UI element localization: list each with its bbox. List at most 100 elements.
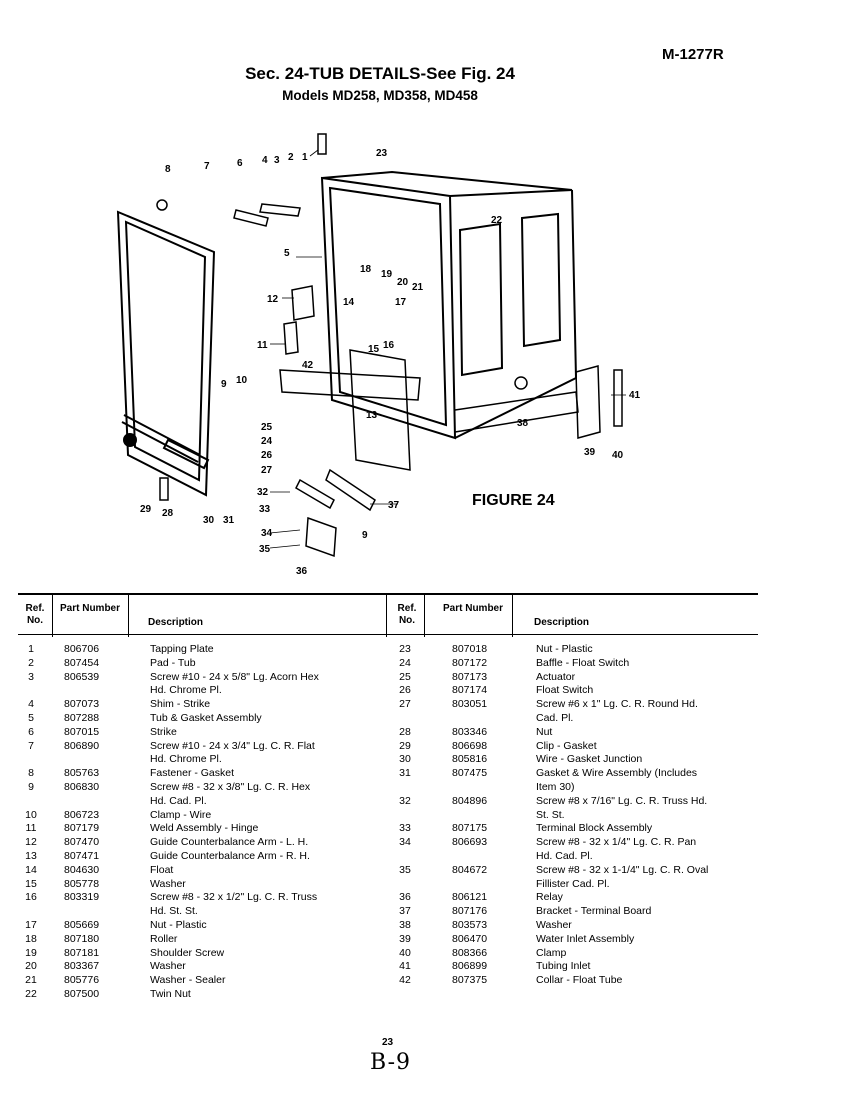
ref-number: 20 [25, 960, 37, 973]
part-number: 807471 [64, 850, 100, 862]
ref-number: 16 [25, 891, 37, 904]
ref-number: 25 [399, 670, 411, 683]
ref-number: 14 [25, 863, 37, 876]
ref-number: 27 [399, 698, 411, 711]
tub-drawing [320, 170, 579, 440]
ref-number: 5 [28, 712, 34, 724]
header-part-right: Part Number [442, 603, 503, 614]
part-description: Clamp - Wire [150, 808, 212, 821]
part-description: Hd. St. St. [150, 905, 198, 918]
part-description: Hd. Cad. Pl. [150, 794, 207, 807]
part-number: 807454 [64, 656, 100, 669]
models-subtitle: Models MD258, MD358, MD458 [282, 88, 478, 103]
part-number: 805763 [64, 767, 100, 780]
ref-number: 17 [25, 919, 37, 931]
callout-19: 19 [381, 269, 393, 280]
page-number: 23 [382, 1037, 394, 1048]
header-desc-left: Description [148, 617, 204, 628]
part-description: Twin Nut [150, 988, 191, 1000]
part-number: 806899 [452, 960, 488, 973]
header-part-left: Part Number [60, 603, 121, 614]
ref-number: 12 [25, 836, 37, 849]
header-ref-right: Ref. No. [397, 603, 417, 626]
terminal-board-drawing [325, 468, 376, 512]
part-description: Wire - Gasket Junction [536, 753, 643, 766]
handwritten-page-marker: B-9 [370, 1050, 412, 1075]
part-description: Screw #8 - 32 x 3/8" Lg. C. R. Hex [150, 781, 311, 793]
document-code: M-1277R [662, 46, 724, 63]
part-number: 806121 [452, 891, 488, 904]
ref-number: 15 [25, 877, 37, 890]
callout-23: 23 [376, 148, 388, 159]
part-description: Shim - Strike [150, 698, 211, 711]
ref-number: 31 [399, 767, 411, 780]
ref-number: 40 [399, 946, 411, 959]
callout-39: 39 [584, 447, 596, 458]
ref-number: 19 [25, 946, 37, 959]
part-description: Screw #6 x 1" Lg. C. R. Round Hd. [536, 698, 698, 711]
part-description: Tapping Plate [150, 643, 214, 655]
table-top-rule [18, 593, 758, 595]
part-number: 807173 [452, 670, 488, 683]
part-description: Washer [150, 960, 186, 973]
part-description: Screw #8 - 32 x 1-1/4" Lg. C. R. Oval [536, 863, 709, 876]
ref-number: 13 [25, 850, 37, 862]
ref-number: 11 [25, 822, 37, 835]
ref-number: 38 [399, 919, 411, 931]
ref-number: 32 [399, 794, 411, 807]
part-number: 807181 [64, 946, 100, 959]
parts-table: Ref. No. Part Number Description Ref. No… [18, 593, 758, 1005]
ref-number: 37 [399, 905, 411, 918]
ref-number: 41 [399, 960, 411, 973]
part-number: 807475 [452, 767, 488, 780]
part-description: Shoulder Screw [150, 946, 225, 959]
front-bracket-drawing [279, 369, 421, 401]
part-number: 807500 [64, 988, 100, 1000]
ref-number: 30 [399, 753, 411, 766]
part-description: Screw #8 - 32 x 1/2" Lg. C. R. Truss [150, 891, 318, 904]
ref-number: 34 [399, 836, 411, 849]
part-description: Nut - Plastic [150, 919, 207, 931]
callout-32: 32 [257, 487, 269, 498]
part-number: 807180 [64, 932, 100, 945]
ref-number: 33 [399, 822, 411, 835]
ref-number: 9 [28, 781, 34, 793]
part-description: Collar - Float Tube [536, 974, 623, 987]
callout-14: 14 [343, 297, 355, 308]
part-number: 805776 [64, 974, 100, 987]
part-description: Washer [150, 877, 186, 890]
callout-16: 16 [383, 340, 395, 351]
part-number: 806706 [64, 643, 100, 655]
part-description: Clip - Gasket [536, 739, 597, 752]
part-number: 803573 [452, 919, 488, 931]
part-number: 807288 [64, 712, 100, 724]
part-number: 806539 [64, 670, 100, 683]
part-number: 806723 [64, 808, 100, 821]
callout-20: 20 [397, 277, 409, 288]
part-number: 807175 [452, 822, 488, 835]
part-number: 805669 [64, 919, 100, 931]
part-number: 806698 [452, 739, 488, 752]
part-number: 807018 [452, 643, 488, 655]
part-description: Relay [536, 891, 563, 904]
part-description: Tubing Inlet [536, 960, 591, 973]
header-rule [18, 634, 758, 635]
ref-number: 42 [399, 974, 411, 987]
part-number: 804630 [64, 863, 100, 876]
ref-number: 1 [28, 643, 34, 655]
callout-34: 34 [261, 528, 273, 539]
ref-number: 28 [399, 725, 411, 738]
ref-number: 23 [399, 643, 411, 655]
callout-4: 4 [262, 155, 268, 166]
ref-number: 18 [25, 932, 37, 945]
callout-40: 40 [612, 450, 624, 461]
ref-number: 2 [28, 656, 34, 669]
part-description: Float Switch [536, 684, 594, 697]
part-number: 807470 [64, 836, 100, 849]
part-number: 803051 [452, 698, 488, 711]
part-description: Screw #8 - 32 x 1/4" Lg. C. R. Pan [536, 836, 697, 849]
part-description: Actuator [536, 670, 576, 683]
part-description: Gasket & Wire Assembly (Includes [536, 767, 698, 780]
ref-number: 8 [28, 767, 34, 780]
part-description: Fillister Cad. Pl. [536, 877, 610, 890]
